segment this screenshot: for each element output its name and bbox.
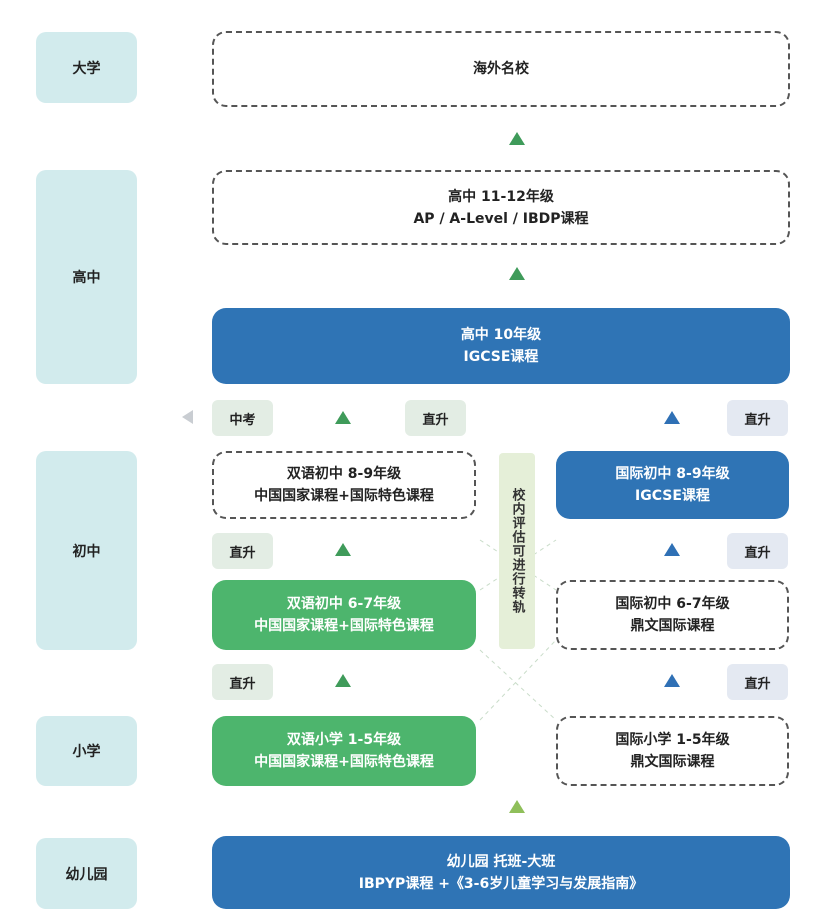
box-kindergarten: 幼儿园 托班-大班 IBPYP课程 +《3-6岁儿童学习与发展指南》 [212, 836, 790, 909]
stage-high-school: 高中 [36, 170, 137, 384]
arrow-left-icon [182, 410, 193, 424]
box-bilingual-middle-8-9-line1: 双语初中 8-9年级 [286, 466, 402, 482]
box-international-primary-line2: 鼎文国际课程 [630, 754, 715, 770]
tag-direct-right-low-label: 直升 [744, 676, 771, 692]
box-bilingual-primary-line1: 双语小学 1-5年级 [286, 732, 402, 748]
box-international-middle-6-7-line2: 鼎文国际课程 [630, 618, 715, 634]
box-bilingual-primary-line2: 中国国家课程+国际特色课程 [254, 754, 434, 770]
tag-direct-left-mid: 直升 [212, 533, 273, 569]
stage-kindergarten: 幼儿园 [36, 838, 137, 909]
stage-primary: 小学 [36, 716, 137, 786]
arrow-up-icon [664, 543, 680, 556]
box-international-middle-8-9-line1: 国际初中 8-9年级 [615, 466, 730, 482]
tag-direct-right-low: 直升 [727, 664, 788, 700]
box-international-primary: 国际小学 1-5年级 鼎文国际课程 [556, 716, 789, 786]
arrow-up-icon [664, 411, 680, 424]
box-high-school-10-line1: 高中 10年级 [460, 327, 542, 343]
tag-direct-left-low-label: 直升 [229, 676, 256, 692]
box-overseas-universities-line1: 海外名校 [473, 61, 529, 77]
tag-direct-left-top: 直升 [405, 400, 466, 436]
tag-direct-left-low: 直升 [212, 664, 273, 700]
box-international-middle-6-7-line1: 国际初中 6-7年级 [615, 596, 730, 612]
box-international-middle-8-9: 国际初中 8-9年级 IGCSE课程 [556, 451, 789, 519]
arrow-up-icon [335, 411, 351, 424]
box-bilingual-middle-6-7: 双语初中 6-7年级 中国国家课程+国际特色课程 [212, 580, 476, 650]
tag-direct-left-top-label: 直升 [422, 412, 449, 428]
arrow-up-icon [509, 267, 525, 280]
box-bilingual-middle-6-7-line1: 双语初中 6-7年级 [286, 596, 402, 612]
box-high-school-10-line2: IGCSE课程 [463, 349, 539, 365]
box-bilingual-middle-8-9-line2: 中国国家课程+国际特色课程 [254, 488, 434, 504]
stage-middle-school: 初中 [36, 451, 137, 650]
box-high-school-11-12-line2: AP / A-Level / IBDP课程 [413, 210, 589, 227]
tag-direct-right-top-label: 直升 [744, 412, 771, 428]
stage-kindergarten-label: 幼儿园 [65, 866, 108, 883]
box-bilingual-primary: 双语小学 1-5年级 中国国家课程+国际特色课程 [212, 716, 476, 786]
box-high-school-10: 高中 10年级 IGCSE课程 [212, 308, 790, 384]
arrow-up-icon [335, 543, 351, 556]
box-bilingual-middle-6-7-line2: 中国国家课程+国际特色课程 [254, 618, 434, 634]
box-international-middle-6-7: 国际初中 6-7年级 鼎文国际课程 [556, 580, 789, 650]
transfer-note: 校内评估可进行转轨 [499, 453, 535, 649]
box-international-middle-8-9-line2: IGCSE课程 [635, 488, 710, 504]
tag-direct-right-mid-label: 直升 [744, 545, 771, 561]
arrow-up-icon [509, 800, 525, 813]
arrow-up-icon [509, 132, 525, 145]
box-international-primary-line1: 国际小学 1-5年级 [615, 732, 730, 748]
tag-zhongkao: 中考 [212, 400, 273, 436]
tag-direct-right-mid: 直升 [727, 533, 788, 569]
box-kindergarten-line1: 幼儿园 托班-大班 [446, 853, 556, 870]
box-high-school-11-12: 高中 11-12年级 AP / A-Level / IBDP课程 [212, 170, 790, 245]
tag-direct-left-mid-label: 直升 [229, 545, 256, 561]
stage-middle-school-label: 初中 [72, 543, 101, 560]
tag-direct-right-top: 直升 [727, 400, 788, 436]
box-overseas-universities: 海外名校 [212, 31, 790, 107]
stage-primary-label: 小学 [72, 744, 101, 760]
box-high-school-11-12-line1: 高中 11-12年级 [448, 188, 554, 205]
transfer-note-label: 校内评估可进行转轨 [509, 488, 525, 614]
arrow-up-icon [664, 674, 680, 687]
tag-zhongkao-label: 中考 [229, 412, 256, 428]
stage-high-school-label: 高中 [72, 270, 101, 286]
box-bilingual-middle-8-9: 双语初中 8-9年级 中国国家课程+国际特色课程 [212, 451, 476, 519]
box-kindergarten-line2: IBPYP课程 +《3-6岁儿童学习与发展指南》 [358, 875, 644, 892]
stage-university-label: 大学 [72, 60, 101, 77]
stage-university: 大学 [36, 32, 137, 103]
arrow-up-icon [335, 674, 351, 687]
